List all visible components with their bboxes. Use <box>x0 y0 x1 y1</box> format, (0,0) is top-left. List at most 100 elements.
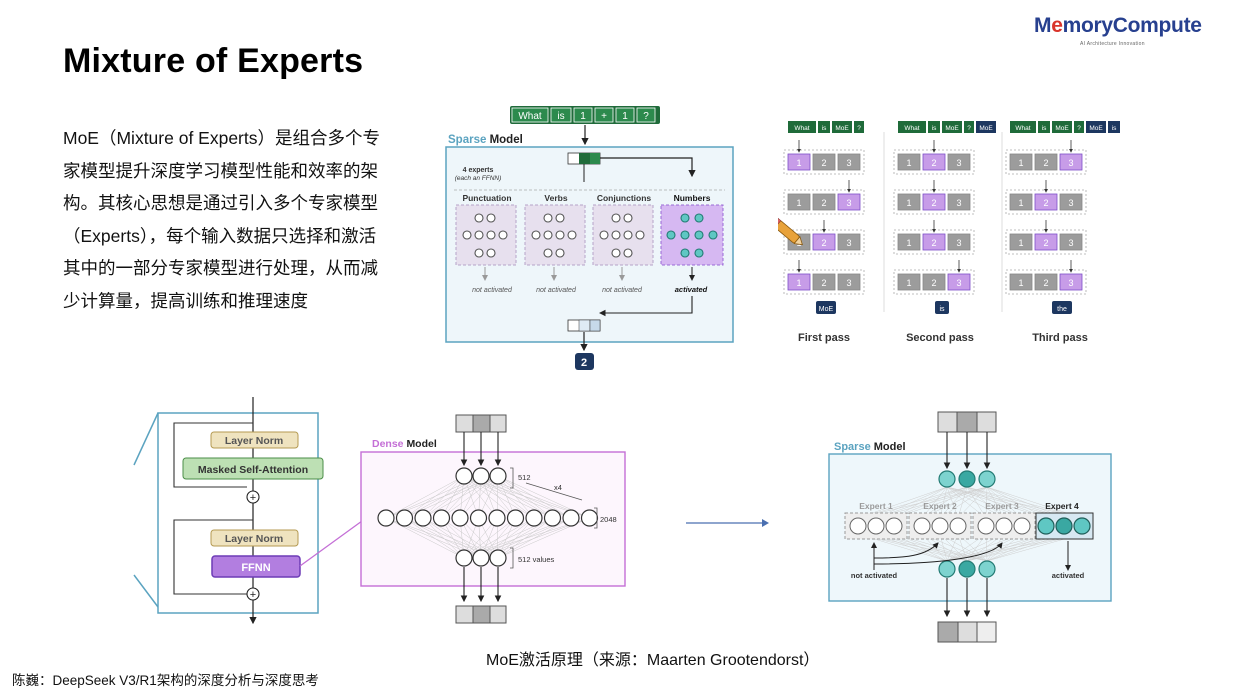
expert-slot <box>922 193 946 211</box>
svg-text:Punctuation: Punctuation <box>462 193 511 203</box>
svg-text:is: is <box>932 125 937 132</box>
expert-label: Expert 1 <box>859 501 893 511</box>
expert-slot-number: 3 <box>1068 238 1073 248</box>
expert-slot-number: 3 <box>846 238 851 248</box>
expert-slot-number: 3 <box>956 238 961 248</box>
expert-slot-number: 1 <box>906 278 911 288</box>
expert-slot-number: 2 <box>1043 158 1048 168</box>
expert-slot-number: 1 <box>1018 198 1023 208</box>
svg-text:is: is <box>1042 125 1047 132</box>
svg-text:What: What <box>794 125 809 132</box>
expert-slot-number: 2 <box>821 158 826 168</box>
expert-slot <box>1009 193 1033 211</box>
neuron <box>395 509 414 527</box>
sparse-model-diagram-bottom: Sparse Model Expert 1 Expert 2 Expert 3 … <box>828 411 1112 643</box>
svg-text:MoE: MoE <box>945 125 959 132</box>
svg-text:?: ? <box>857 125 861 132</box>
svg-text:Masked Self-Attention: Masked Self-Attention <box>198 464 308 476</box>
transformer-block: Layer Norm Masked Self-Attention + Layer… <box>133 397 363 625</box>
expert-slot <box>1034 233 1058 251</box>
passes-diagram: What is MoE ? What is MoE ? MoE What is … <box>778 121 1120 344</box>
token-label: What <box>518 111 542 122</box>
svg-text:activated: activated <box>675 285 708 294</box>
expert-slot <box>1059 153 1083 171</box>
expert-slot <box>1059 193 1083 211</box>
expert-slot <box>947 233 971 251</box>
expert-slot <box>1009 153 1033 171</box>
svg-text:Layer Norm: Layer Norm <box>225 533 283 545</box>
footer-author: 陈巍：DeepSeek V3/R1架构的深度分析与深度思考 <box>12 673 319 688</box>
neuron <box>469 509 488 527</box>
pass-output <box>816 301 836 314</box>
expert-slot-number: 2 <box>1043 238 1048 248</box>
figure-caption: MoE激活原理（来源：Maarten Grootendorst） <box>486 652 820 669</box>
neuron <box>472 549 490 567</box>
transition-arrow <box>686 519 769 527</box>
expert-slot <box>897 233 921 251</box>
expert-slot-number: 2 <box>821 278 826 288</box>
neuron <box>525 509 543 527</box>
neuron <box>455 549 473 567</box>
expert-slot-number: 2 <box>931 238 936 248</box>
expert-slot-number: 3 <box>1068 158 1073 168</box>
page-title: Mixture of Experts <box>63 42 364 80</box>
token-label: 1 <box>580 111 586 122</box>
expert-slot <box>787 193 811 211</box>
neuron <box>451 509 469 527</box>
expert-label: Expert 2 <box>923 501 957 511</box>
expert-slot <box>1034 273 1058 291</box>
expert-slot <box>1034 193 1058 211</box>
neuron <box>580 509 599 527</box>
expert-slot-number: 2 <box>821 238 826 248</box>
logo-subtitle: AI Architecture Innovation <box>1080 41 1145 47</box>
expert-slot-number: 1 <box>796 158 801 168</box>
expert-slot <box>837 273 861 291</box>
svg-text:MoE: MoE <box>835 125 849 132</box>
neuron <box>432 509 451 527</box>
expert-slot-number: 1 <box>906 158 911 168</box>
svg-text:Layer Norm: Layer Norm <box>225 435 283 447</box>
sparse-model-title: Sparse Model <box>448 134 523 146</box>
svg-text:not activated: not activated <box>602 287 643 294</box>
expert-slot <box>812 273 836 291</box>
svg-text:Conjunctions: Conjunctions <box>597 193 652 203</box>
expert-label: Expert 3 <box>985 501 1019 511</box>
pass-label: Second pass <box>906 332 974 344</box>
expert-slot <box>947 273 971 291</box>
expert-slot-number: 1 <box>1018 238 1023 248</box>
expert-slot-number: 1 <box>1018 278 1023 288</box>
expert-slot <box>947 193 971 211</box>
token-label: ? <box>643 111 649 122</box>
svg-text:Verbs: Verbs <box>544 193 567 203</box>
expert-slot-number: 3 <box>956 198 961 208</box>
token-label: is <box>557 111 564 122</box>
pass-label: Third pass <box>1032 332 1088 344</box>
expert-slot <box>837 193 861 211</box>
expert-slot <box>812 233 836 251</box>
expert-slot <box>1059 233 1083 251</box>
neuron <box>489 467 507 485</box>
expert-slot <box>897 153 921 171</box>
expert-slot-number: 3 <box>956 278 961 288</box>
neuron <box>489 549 507 567</box>
expert-slot <box>812 193 836 211</box>
svg-text:is: is <box>939 306 945 313</box>
svg-text:2: 2 <box>581 357 587 369</box>
layer-norm-box <box>210 529 299 547</box>
expert-slot <box>1009 273 1033 291</box>
expert-label: Expert 4 <box>1045 501 1079 511</box>
expert-slot <box>1034 153 1058 171</box>
expert-slot-number: 3 <box>956 158 961 168</box>
expert-slot-number: 2 <box>1043 198 1048 208</box>
output-token <box>575 353 594 370</box>
expert-slot <box>947 153 971 171</box>
sparse-model-diagram-top: What is 1 + 1 ? Sparse Model 4 experts (… <box>445 106 734 370</box>
expert-slot-number: 1 <box>796 198 801 208</box>
svg-text:4 experts: 4 experts <box>463 167 494 174</box>
svg-text:the: the <box>1057 306 1067 313</box>
expert-slot <box>837 233 861 251</box>
svg-text:+: + <box>250 589 256 601</box>
expert-slot <box>922 273 946 291</box>
svg-text:not activated: not activated <box>851 571 898 580</box>
expert-slot-number: 1 <box>906 238 911 248</box>
